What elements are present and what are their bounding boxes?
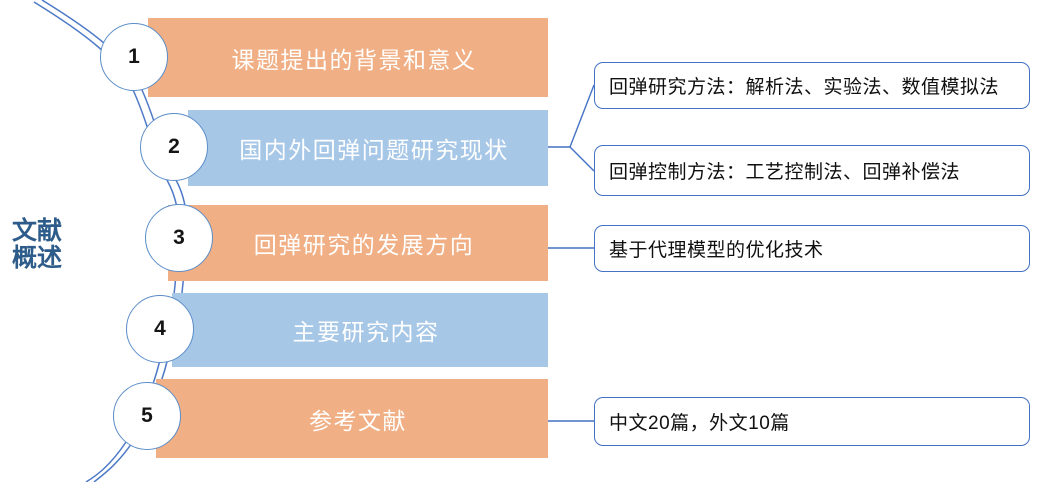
callout-box-1-text: 回弹研究方法：解析法、实验法、数值模拟法: [609, 77, 1000, 98]
callout-box-4-text: 中文20篇，外文10篇: [609, 413, 790, 434]
step-circle-2[interactable]: 2: [140, 113, 208, 181]
stage-bar-5[interactable]: 参考文献: [156, 379, 548, 458]
callout-box-3-text: 基于代理模型的优化技术: [609, 240, 824, 261]
step-circle-4[interactable]: 4: [126, 295, 194, 363]
step-circle-1[interactable]: 1: [100, 23, 168, 91]
stage-bar-4-label: 主要研究内容: [292, 319, 440, 345]
stage-bar-3-label: 回弹研究的发展方向: [253, 232, 475, 258]
stage-bar-4[interactable]: 主要研究内容: [172, 293, 548, 367]
stage-bar-2[interactable]: 国内外回弹问题研究现状: [188, 110, 548, 186]
callout-box-2-text: 回弹控制方法：工艺控制法、回弹补偿法: [609, 162, 961, 183]
stage-bar-2-label: 国内外回弹问题研究现状: [239, 137, 509, 163]
step-circle-5[interactable]: 5: [113, 382, 181, 450]
stage-bar-5-label: 参考文献: [309, 407, 407, 434]
step-circle-1-number: 1: [128, 45, 140, 68]
step-circle-4-number: 4: [154, 317, 166, 340]
callout-box-1[interactable]: 回弹研究方法：解析法、实验法、数值模拟法: [594, 62, 1030, 109]
stage-bar-3[interactable]: 回弹研究的发展方向: [168, 205, 548, 281]
callout-box-4[interactable]: 中文20篇，外文10篇: [594, 397, 1030, 446]
callout-box-2[interactable]: 回弹控制方法：工艺控制法、回弹补偿法: [594, 145, 1030, 196]
step-circle-2-number: 2: [168, 135, 180, 158]
step-circle-3-number: 3: [173, 226, 185, 249]
side-title: 文献 概述: [12, 217, 63, 272]
callout-box-3[interactable]: 基于代理模型的优化技术: [594, 225, 1030, 272]
step-circle-3[interactable]: 3: [145, 204, 213, 272]
step-circle-5-number: 5: [141, 404, 153, 427]
stage-bar-1-label: 课题提出的背景和意义: [231, 46, 477, 73]
stage-bar-1[interactable]: 课题提出的背景和意义: [148, 18, 548, 97]
